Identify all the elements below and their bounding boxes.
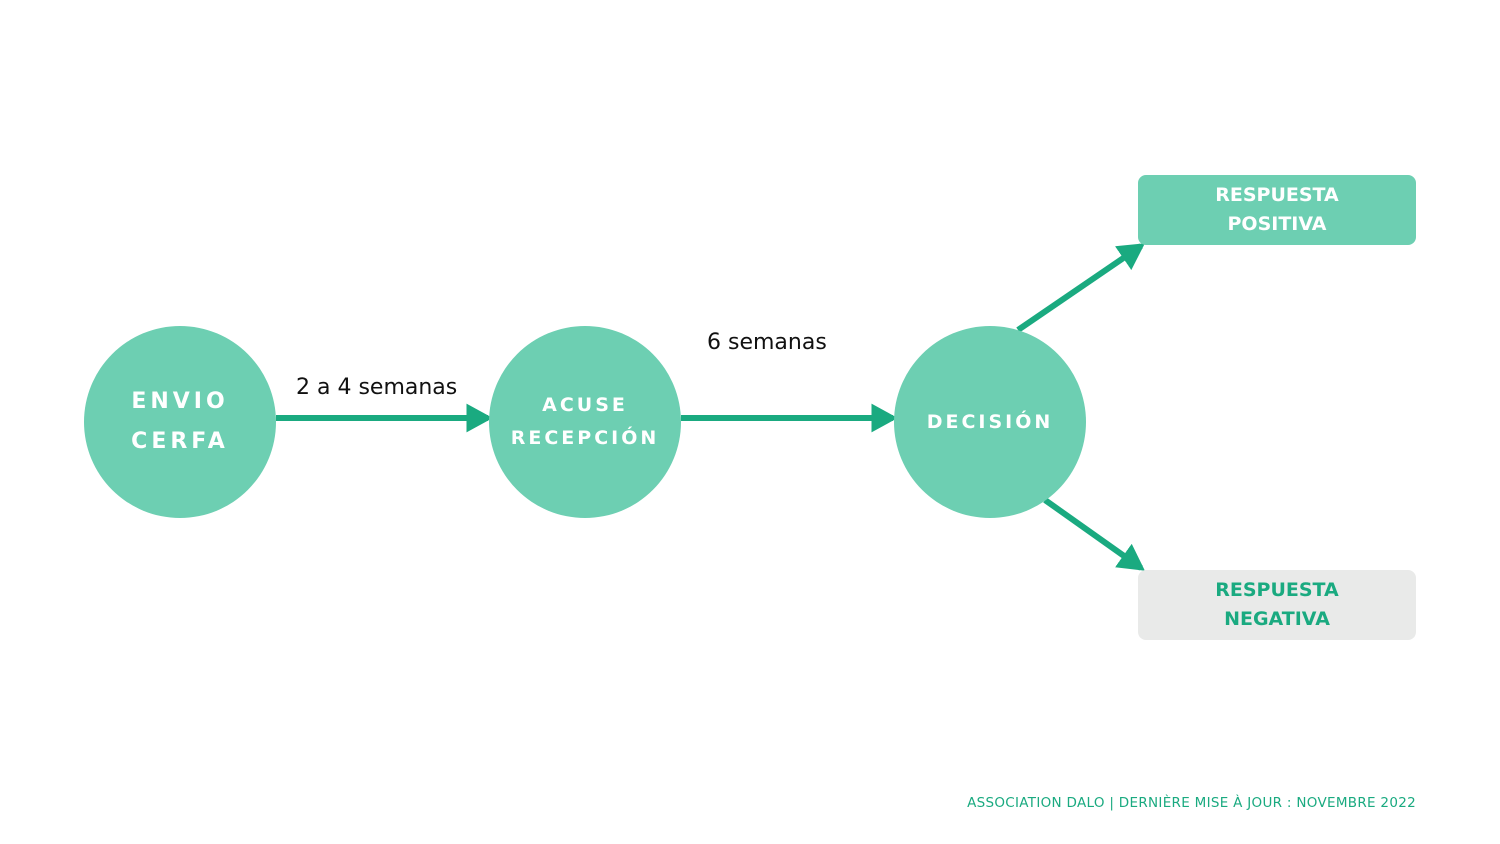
arrow-decision-positive [1016,243,1145,333]
node-decision-label: DECISIÓN [926,411,1054,433]
outcome-positive-line2: POSITIVA [1227,213,1327,235]
node-decision: DECISIÓN [894,326,1086,518]
outcome-negative-line2: NEGATIVA [1224,608,1330,630]
node-acuse-recepcion: ACUSE RECEPCIÓN [489,326,681,518]
footer-credit: ASSOCIATION DALO | DERNIÈRE MISE À JOUR … [967,795,1416,811]
outcome-positive-line1: RESPUESTA [1215,184,1339,206]
node-envio-line1: ENVIO [131,389,229,414]
edge-label-acuse-decision: 6 semanas [707,330,827,355]
node-envio-line2: CERFA [131,429,229,454]
arrow-decision-negative [1043,497,1145,571]
node-acuse-line2: RECEPCIÓN [510,427,660,449]
outcome-negative-line1: RESPUESTA [1215,579,1339,601]
edge-label-envio-acuse: 2 a 4 semanas [296,375,458,400]
outcome-negative-box: RESPUESTA NEGATIVA [1138,570,1416,640]
node-envio-cerfa: ENVIO CERFA [84,326,276,518]
outcome-positive-box: RESPUESTA POSITIVA [1138,175,1416,245]
node-acuse-line1: ACUSE [542,394,628,416]
